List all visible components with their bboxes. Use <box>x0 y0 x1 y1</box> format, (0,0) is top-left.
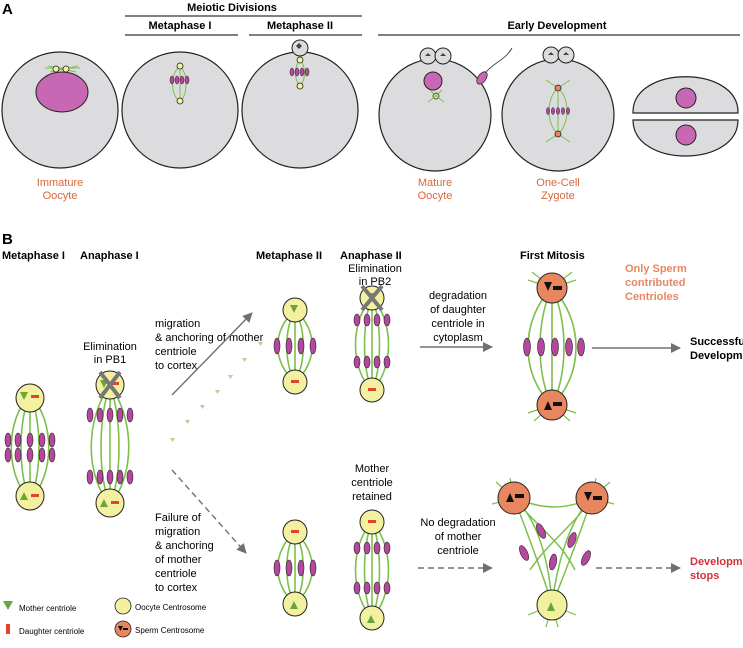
oocyte-centrosome-icon <box>114 597 132 615</box>
migration-3: centriole <box>155 346 197 358</box>
header-meiotic-divisions: Meiotic Divisions <box>187 2 277 14</box>
success-2: Development <box>690 350 743 362</box>
no-degradation-1: No degradation <box>420 517 495 529</box>
header-metaphase-2: Metaphase II <box>267 20 333 32</box>
first-mitosis-bottom-spindle <box>491 477 615 628</box>
failure-3: & anchoring <box>155 540 214 552</box>
caption-immature-2: Oocyte <box>43 190 78 202</box>
stops-2: stops <box>690 570 719 582</box>
migration-1: migration <box>155 318 200 330</box>
degradation-1: degradation <box>429 290 487 302</box>
failure-6: to cortex <box>155 582 198 594</box>
retained-1: Mother <box>355 463 390 475</box>
elim-pb2-1: Elimination <box>348 263 402 275</box>
failure-arrow <box>171 469 247 554</box>
only-sperm-3: Centrioles <box>625 291 679 303</box>
col-metaphase-1: Metaphase I <box>2 250 65 262</box>
migration-4: to cortex <box>155 360 198 372</box>
panel-a-label: A <box>2 1 13 18</box>
metaphase2-bottom-spindle <box>273 519 317 617</box>
immature-oocyte-cell <box>1 51 119 169</box>
legend-sperm-centrosome: Sperm Centrosome <box>135 626 205 635</box>
migration-arrow <box>171 312 253 396</box>
retained-3: retained <box>352 491 392 503</box>
metaphase1-cell <box>121 51 239 169</box>
col-metaphase-2: Metaphase II <box>256 250 322 262</box>
caption-zygote-2: Zygote <box>541 190 575 202</box>
failure-1: Failure of <box>155 512 202 524</box>
two-cell-embryo <box>632 76 739 157</box>
no-degradation-2: of mother <box>435 531 482 543</box>
migration-2: & anchoring of mother <box>155 332 264 344</box>
only-sperm-1: Only Sperm <box>625 263 687 275</box>
header-metaphase-1: Metaphase I <box>149 20 212 32</box>
metaphase2-top-spindle <box>273 297 317 395</box>
legend-daughter: Daughter centriole <box>19 627 85 636</box>
failure-2: migration <box>155 526 200 538</box>
retained-2: centriole <box>351 477 393 489</box>
degradation-3: centriole in <box>431 318 484 330</box>
migrating-centrioles <box>170 342 263 442</box>
col-anaphase-2: Anaphase II <box>340 250 402 262</box>
legend: Mother centriole Daughter centriole Oocy… <box>3 597 207 638</box>
stops-1: Development <box>690 556 743 568</box>
degradation-4: cytoplasm <box>433 332 483 344</box>
anaphase2-bottom-spindle <box>353 509 391 631</box>
legend-oocyte-centrosome: Oocyte Centrosome <box>135 603 207 612</box>
anaphase1-spindle <box>86 370 134 518</box>
caption-mature-2: Oocyte <box>418 190 453 202</box>
col-first-mitosis: First Mitosis <box>520 250 585 262</box>
anaphase2-top-spindle <box>353 284 391 403</box>
legend-mother: Mother centriole <box>19 604 77 613</box>
mother-centriole-icon <box>3 601 13 610</box>
col-anaphase-1: Anaphase I <box>80 250 139 262</box>
daughter-centriole-icon <box>6 624 10 634</box>
panel-b-label: B <box>2 231 13 248</box>
success-1: Successfull <box>690 336 743 348</box>
metaphase1-spindle <box>4 383 56 511</box>
failure-5: centriole <box>155 568 197 580</box>
caption-mature-1: Mature <box>418 177 452 189</box>
caption-zygote-1: One-Cell <box>536 177 579 189</box>
caption-immature-1: Immature <box>37 177 83 189</box>
elim-pb2-2: in PB2 <box>359 276 391 288</box>
metaphase2-cell <box>241 39 359 169</box>
zygote-cell <box>501 46 615 172</box>
elim-pb1-1: Elimination <box>83 341 137 353</box>
first-mitosis-top-spindle <box>523 271 585 422</box>
degradation-2: of daughter <box>430 304 486 316</box>
only-sperm-2: contributed <box>625 277 686 289</box>
elim-pb1-2: in PB1 <box>94 354 126 366</box>
header-early-development: Early Development <box>507 20 606 32</box>
failure-4: of mother <box>155 554 202 566</box>
mature-oocyte-cell <box>378 47 513 172</box>
no-degradation-3: centriole <box>437 545 479 557</box>
